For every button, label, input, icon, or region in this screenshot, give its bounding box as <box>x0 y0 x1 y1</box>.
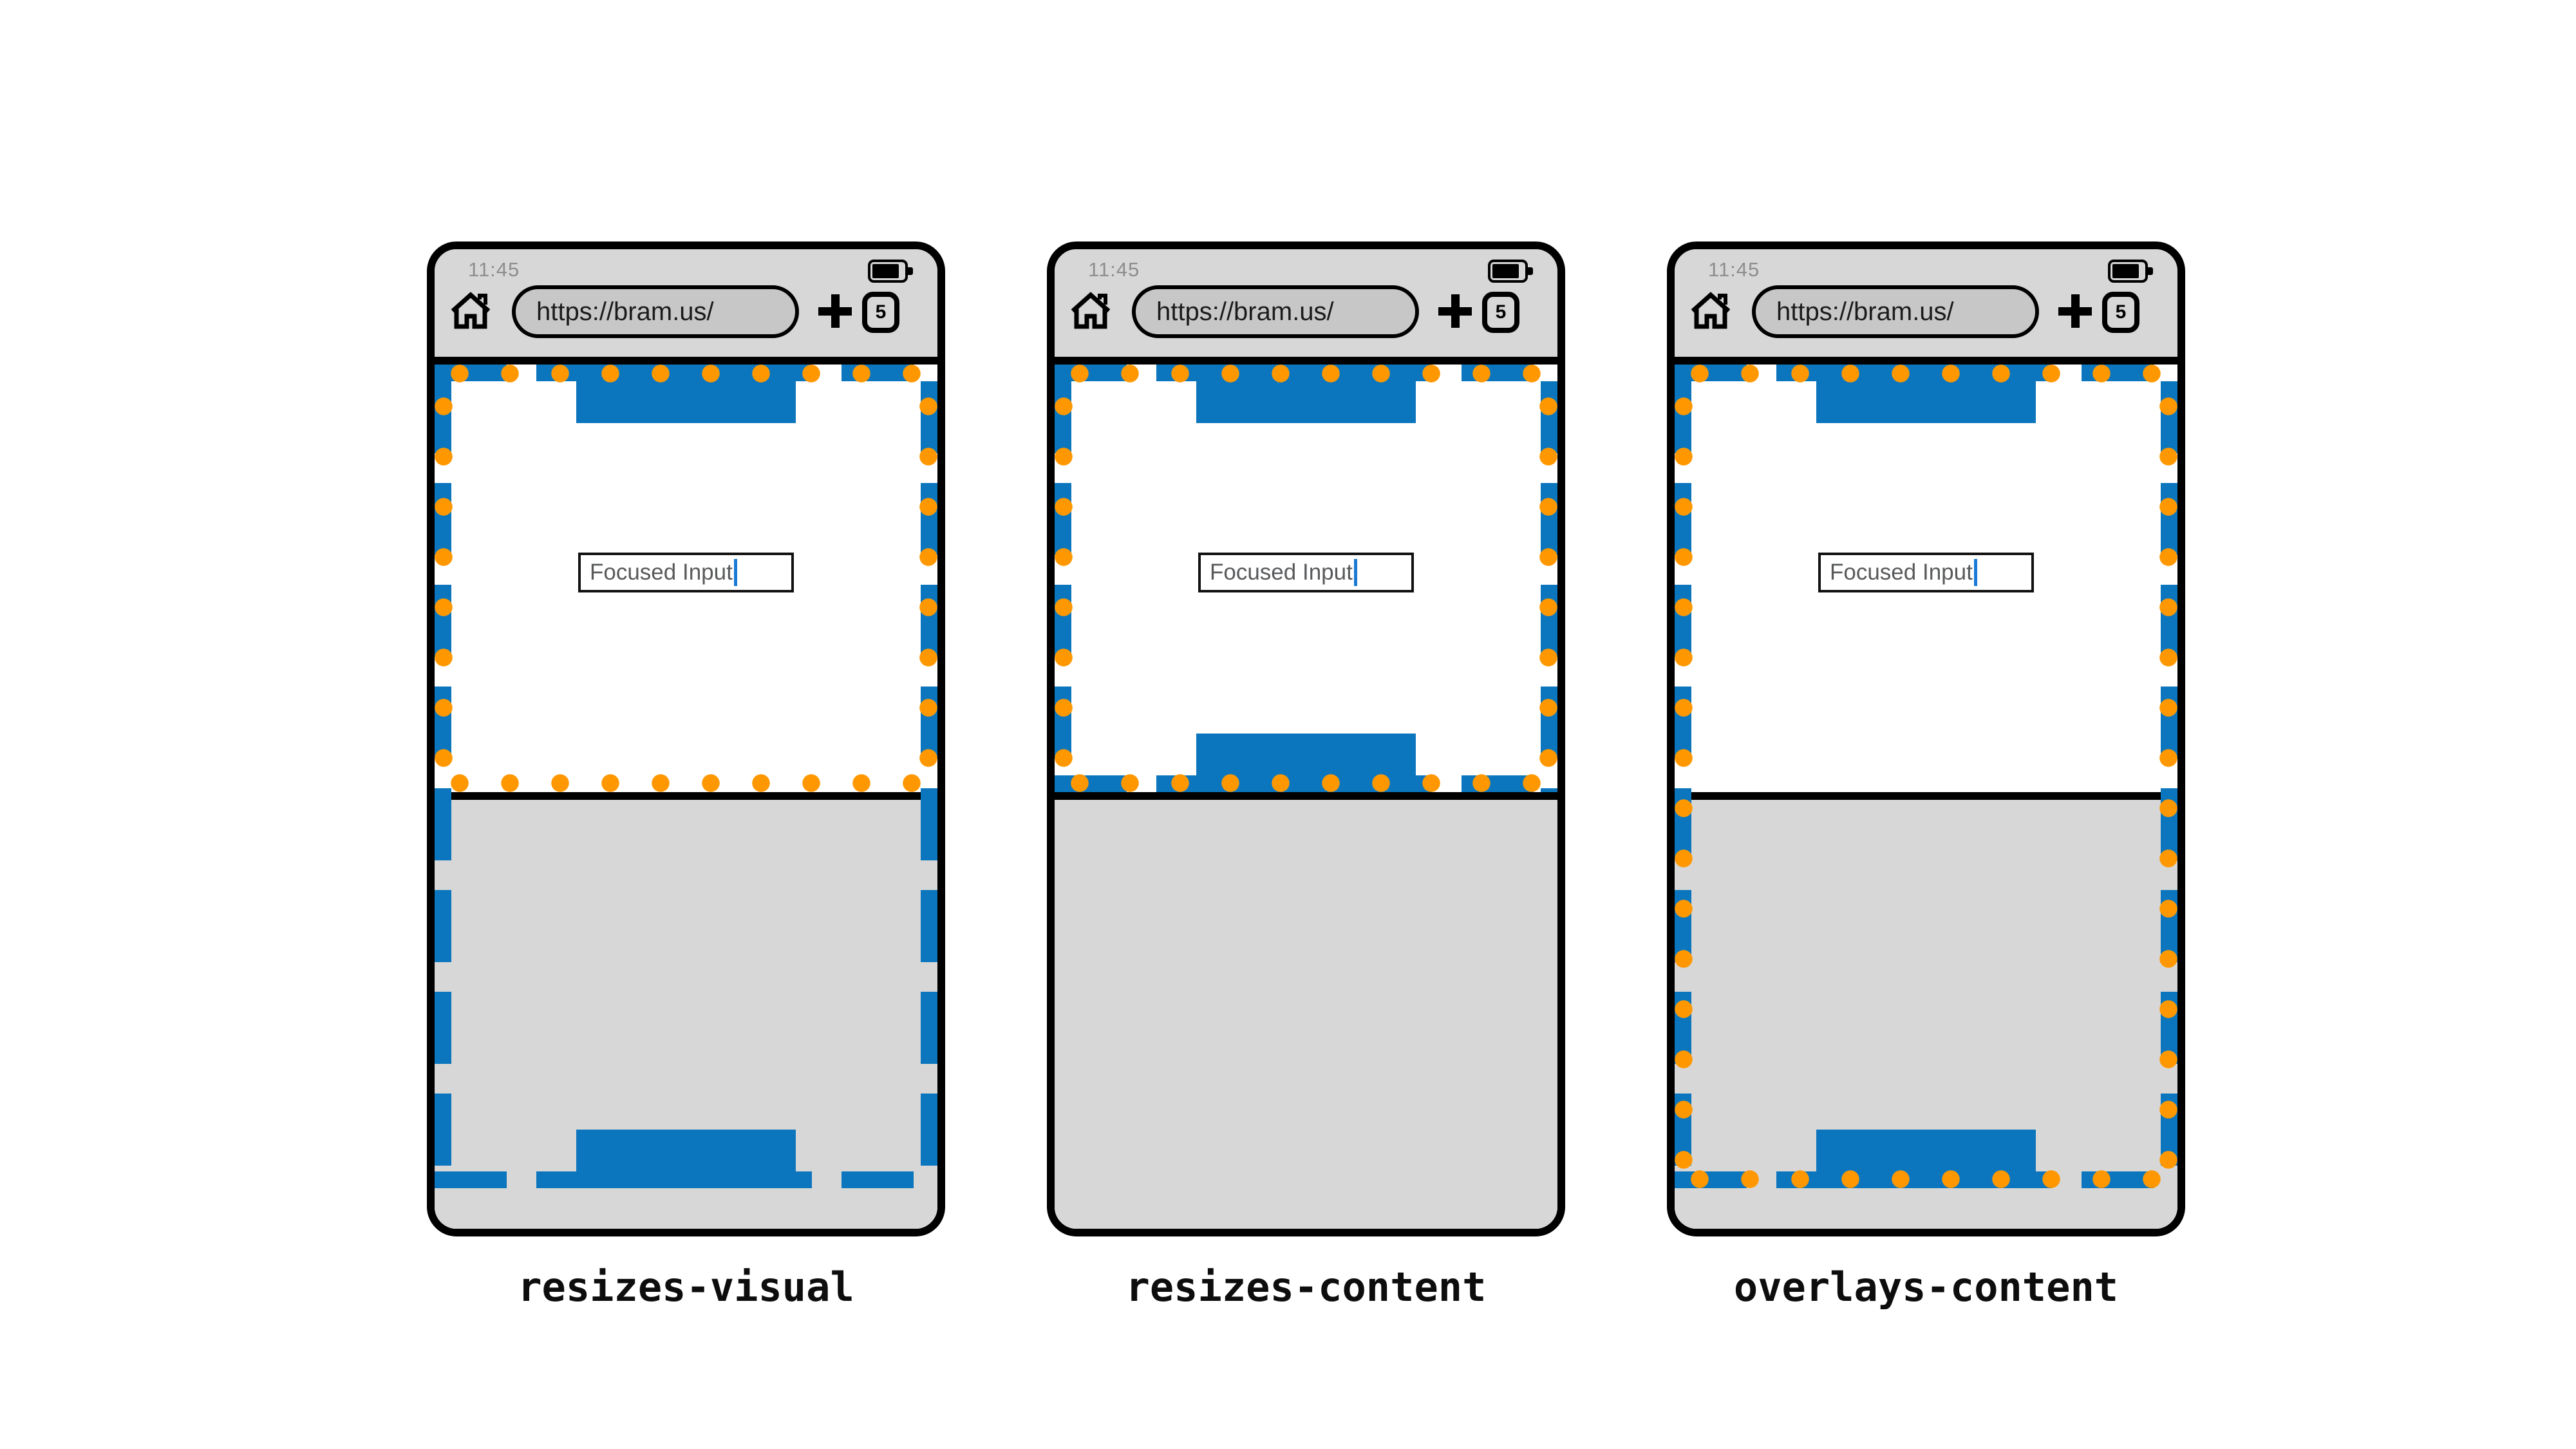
tab-counter-button[interactable]: 5 <box>1482 292 1519 333</box>
url-text: https://bram.us/ <box>536 297 714 326</box>
input-value: Focused Input <box>590 560 733 585</box>
tab-count: 5 <box>2115 301 2127 323</box>
browser-chrome: 11:45 https://bram.us/ 5 <box>1675 249 2177 357</box>
phone-mockup-resizes-visual: 11:45 https://bram.us/ 5 <box>427 242 945 1236</box>
battery-icon <box>868 260 913 283</box>
status-time: 11:45 <box>468 258 520 281</box>
virtual-keyboard[interactable] <box>435 792 937 1229</box>
url-text: https://bram.us/ <box>1156 297 1334 326</box>
virtual-keyboard[interactable] <box>1675 792 2177 1229</box>
fixed-border-bottom <box>1055 775 1557 792</box>
status-time: 11:45 <box>1708 258 1760 281</box>
new-tab-plus-icon[interactable] <box>818 294 852 328</box>
visual-viewport-dots-top <box>1055 365 1557 383</box>
page-viewport: Focused Input <box>1055 365 1557 1229</box>
visual-viewport-dots-right <box>919 381 937 775</box>
url-text: https://bram.us/ <box>1776 297 1954 326</box>
focused-input[interactable]: Focused Input <box>1818 553 2034 592</box>
visual-viewport-dots-top <box>1675 365 2177 383</box>
fixed-border-left <box>1055 381 1071 792</box>
fixed-border-top <box>1675 365 2177 381</box>
new-tab-plus-icon[interactable] <box>1438 294 1472 328</box>
fixed-header-block <box>1816 365 2036 423</box>
focused-input[interactable]: Focused Input <box>578 553 794 592</box>
visual-viewport-dots-left <box>435 381 453 775</box>
input-value: Focused Input <box>1830 560 1973 585</box>
visual-viewport-dots-bottom <box>435 774 937 792</box>
battery-icon <box>2108 260 2153 283</box>
focused-input[interactable]: Focused Input <box>1198 553 1414 592</box>
fixed-footer-block <box>1196 734 1416 792</box>
mode-label-resizes-content: resizes-content <box>1125 1264 1487 1311</box>
chrome-separator <box>1055 357 1557 365</box>
text-caret <box>1353 559 1357 586</box>
fixed-header-block <box>1196 365 1416 423</box>
chrome-separator <box>435 357 937 365</box>
visual-viewport-dots-right <box>1539 381 1557 775</box>
browser-chrome: 11:45 https://bram.us/ 5 <box>1055 249 1557 357</box>
battery-icon <box>1488 260 1533 283</box>
fixed-header-block <box>576 365 796 423</box>
home-icon[interactable] <box>450 290 491 332</box>
input-value: Focused Input <box>1210 560 1353 585</box>
visual-viewport-dots-bottom <box>1055 774 1557 792</box>
tab-counter-button[interactable]: 5 <box>2102 292 2139 333</box>
virtual-keyboard[interactable] <box>1055 792 1557 1229</box>
visual-viewport-dots-left <box>1055 381 1073 775</box>
fixed-border-top <box>1055 365 1557 381</box>
browser-chrome: 11:45 https://bram.us/ 5 <box>435 249 937 357</box>
new-tab-plus-icon[interactable] <box>2058 294 2092 328</box>
home-icon[interactable] <box>1070 290 1111 332</box>
url-bar[interactable]: https://bram.us/ <box>1752 285 2039 338</box>
status-time: 11:45 <box>1088 258 1140 281</box>
url-bar[interactable]: https://bram.us/ <box>1132 285 1419 338</box>
visual-viewport-dots-top <box>435 365 937 383</box>
tab-counter-button[interactable]: 5 <box>862 292 899 333</box>
page-viewport: Focused Input <box>435 365 937 1229</box>
text-caret <box>733 559 737 586</box>
tab-count: 5 <box>1495 301 1507 323</box>
url-bar[interactable]: https://bram.us/ <box>512 285 799 338</box>
mode-label-resizes-visual: resizes-visual <box>518 1264 854 1311</box>
text-caret <box>1973 559 1977 586</box>
fixed-border-right <box>1541 381 1557 792</box>
tab-count: 5 <box>875 301 887 323</box>
phone-mockup-resizes-content: 11:45 https://bram.us/ 5 <box>1047 242 1565 1236</box>
page-viewport: Focused Input <box>1675 365 2177 1229</box>
chrome-separator <box>1675 357 2177 365</box>
home-icon[interactable] <box>1690 290 1731 332</box>
phone-mockup-overlays-content: 11:45 https://bram.us/ 5 <box>1667 242 2185 1236</box>
mode-label-overlays-content: overlays-content <box>1733 1264 2119 1311</box>
fixed-border-top <box>435 365 937 381</box>
